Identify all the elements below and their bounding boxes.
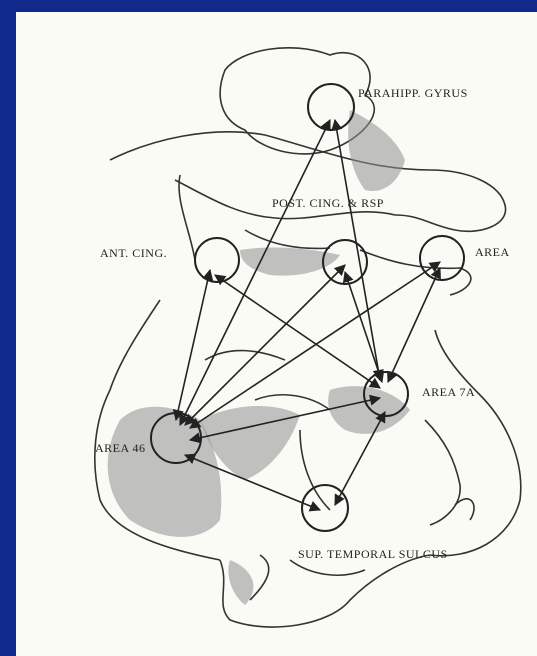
label-area-7a: AREA 7A bbox=[422, 385, 475, 399]
node-sts bbox=[302, 485, 348, 531]
label-sts: SUP. TEMPORAL SULCUS bbox=[298, 547, 448, 561]
arrow-46-postcing bbox=[185, 265, 345, 425]
arrow-7a-area bbox=[388, 268, 440, 382]
node-parahip bbox=[308, 84, 354, 130]
shaded-regions bbox=[108, 110, 410, 605]
label-ant-cing: ANT. CING. bbox=[100, 246, 167, 260]
brain-outline bbox=[95, 48, 521, 627]
label-post-cing: POST. CING. & RSP bbox=[272, 196, 384, 210]
label-parahip: PARAHIPP. GYRUS bbox=[358, 86, 468, 100]
node-ant-cing bbox=[195, 238, 239, 282]
label-area-46: AREA 46 bbox=[95, 441, 146, 455]
node-area bbox=[420, 236, 464, 280]
label-area: AREA bbox=[475, 245, 510, 259]
